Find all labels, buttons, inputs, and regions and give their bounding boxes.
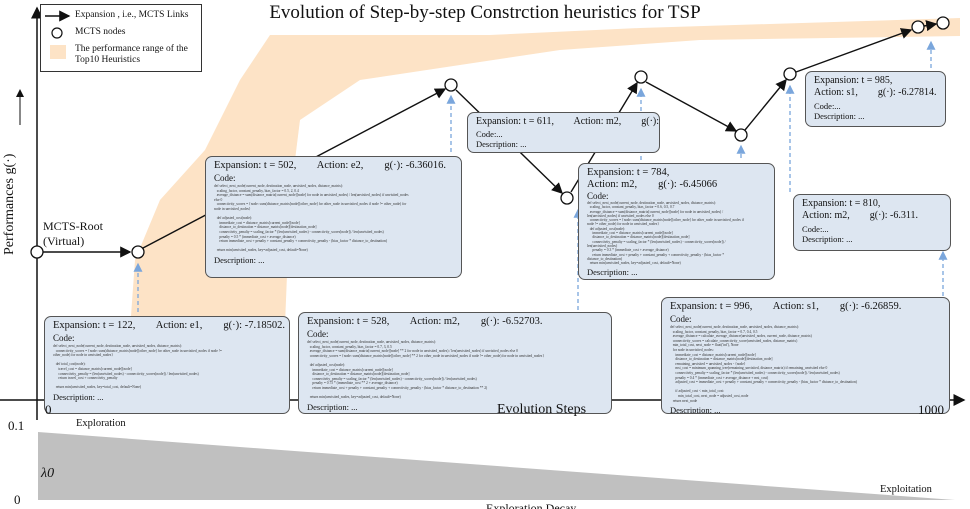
card-header: Expansion: t = 122, Action: e1, g(·): -7…	[53, 320, 285, 331]
x-axis-end: 1000	[918, 402, 944, 417]
expansion-card-t996: Expansion: t = 996, Action: s1, g(·): -6…	[661, 297, 950, 414]
exploration-decay-triangle	[38, 432, 955, 500]
lambda-symbol: λ0	[41, 466, 55, 481]
card-code-label: Code:...	[476, 129, 503, 139]
card-code: def select_next_node(current_node, desti…	[214, 184, 409, 253]
mcts-node	[911, 20, 925, 34]
legend-label: MCTS nodes	[75, 27, 126, 37]
card-header: Expansion: t = 611, Action: m2, g(·): -6…	[476, 116, 660, 127]
x-axis-label: Evolution Steps	[497, 402, 587, 417]
card-code-label: Code:...	[802, 224, 829, 234]
mcts-node	[634, 70, 648, 84]
expansion-card-t985: Expansion: t = 985, Action: s1, g(·): -6…	[805, 71, 946, 127]
card-header: Expansion: t = 996, Action: s1, g(·): -6…	[670, 301, 902, 312]
card-code-label: Code:	[307, 329, 329, 339]
card-code: def select_next_node(current_node, desti…	[53, 344, 222, 390]
card-code: def select_next_node(current_node, desti…	[307, 340, 545, 400]
mcts-node	[131, 245, 145, 259]
expansion-card-t122: Expansion: t = 122, Action: e1, g(·): -7…	[44, 316, 290, 414]
x-axis-start: 0	[45, 402, 52, 417]
orange-square-icon	[50, 45, 66, 59]
mcts-node	[734, 128, 748, 142]
legend-label: Expansion , i.e., MCTS Links	[75, 10, 189, 20]
card-description: Description: ...	[802, 234, 853, 244]
card-description: Description: ...	[587, 267, 642, 277]
mcts-root-node	[30, 245, 44, 259]
card-header: Expansion: t = 810, Action: m2, g(·): -6…	[802, 198, 919, 221]
card-header: Expansion: t = 985, Action: s1, g(·): -6…	[814, 75, 937, 98]
legend: Expansion , i.e., MCTS Links MCTS nodes …	[40, 4, 202, 72]
card-code-label: Code:	[53, 333, 75, 343]
card-description: Description: ...	[814, 111, 865, 121]
card-description: Description: ...	[53, 391, 104, 402]
decay-x-label: Exploration Decay	[486, 501, 577, 509]
expansion-card-t784: Expansion: t = 784, Action: m2, g(·): -6…	[578, 163, 775, 280]
decay-y-top: 0.1	[8, 418, 25, 433]
root-label-line1: MCTS-Root	[43, 219, 104, 233]
mcts-node	[560, 191, 574, 205]
mcts-node	[936, 16, 950, 30]
card-code-label: Code:	[670, 314, 692, 324]
circle-icon	[51, 27, 63, 39]
card-header: Expansion: t = 784, Action: m2, g(·): -6…	[587, 167, 718, 190]
card-description: Description: ...	[476, 139, 527, 149]
exploitation-label: Exploitation	[880, 484, 932, 495]
card-description: Description: ...	[307, 401, 358, 412]
expansion-card-t810: Expansion: t = 810, Action: m2, g(·): -6…	[793, 194, 951, 251]
card-description: Description: ...	[214, 254, 265, 265]
card-code-label: Code:	[214, 173, 236, 183]
y-axis-label: Performances g(·)	[2, 153, 17, 255]
mcts-node	[444, 78, 458, 92]
legend-label: The performance range of the Top10 Heuri…	[75, 44, 188, 65]
card-code-label: Code:	[587, 191, 609, 201]
card-header: Expansion: t = 502, Action: e2, g(·): -6…	[214, 160, 446, 171]
mcts-node	[783, 67, 797, 81]
card-code: def select_next_node(current_node, desti…	[670, 325, 857, 403]
decay-y-bottom: 0	[14, 492, 21, 507]
card-code: def select_next_node(current_node, desti…	[587, 201, 744, 266]
exploration-label: Exploration	[76, 418, 126, 429]
mcts-nodes	[30, 16, 950, 259]
root-label-line2: (Virtual)	[43, 234, 85, 248]
card-code-label: Code:...	[814, 101, 841, 111]
card-description: Description: ...	[670, 405, 721, 414]
expansion-card-t502: Expansion: t = 502, Action: e2, g(·): -6…	[205, 156, 462, 278]
expansion-card-t528: Expansion: t = 528, Action: m2, g(·): -6…	[298, 312, 612, 414]
figure-title: Evolution of Step-by-step Constrction he…	[269, 2, 701, 23]
expansion-card-t611: Expansion: t = 611, Action: m2, g(·): -6…	[467, 112, 660, 153]
card-header: Expansion: t = 528, Action: m2, g(·): -6…	[307, 316, 543, 327]
